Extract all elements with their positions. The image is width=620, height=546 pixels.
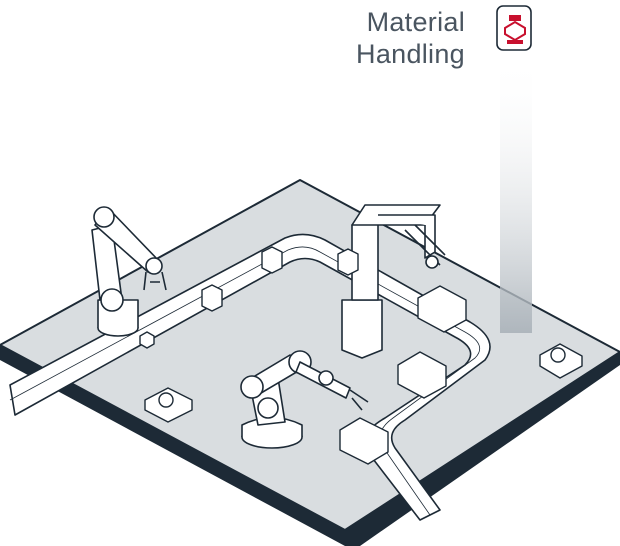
title-line-2: Handling (356, 39, 465, 69)
robot-arm-center (240, 350, 369, 449)
gantry-crane (341, 204, 446, 359)
box-stacks (139, 246, 467, 465)
floor-sensor-left (144, 387, 193, 423)
highlight-beam (500, 55, 532, 333)
title: Material Handling (300, 6, 465, 70)
material-handling-badge-icon (496, 5, 532, 51)
robot-arm-left (91, 206, 167, 337)
floor-sensor-right (539, 343, 583, 379)
title-line-1: Material (366, 7, 465, 37)
